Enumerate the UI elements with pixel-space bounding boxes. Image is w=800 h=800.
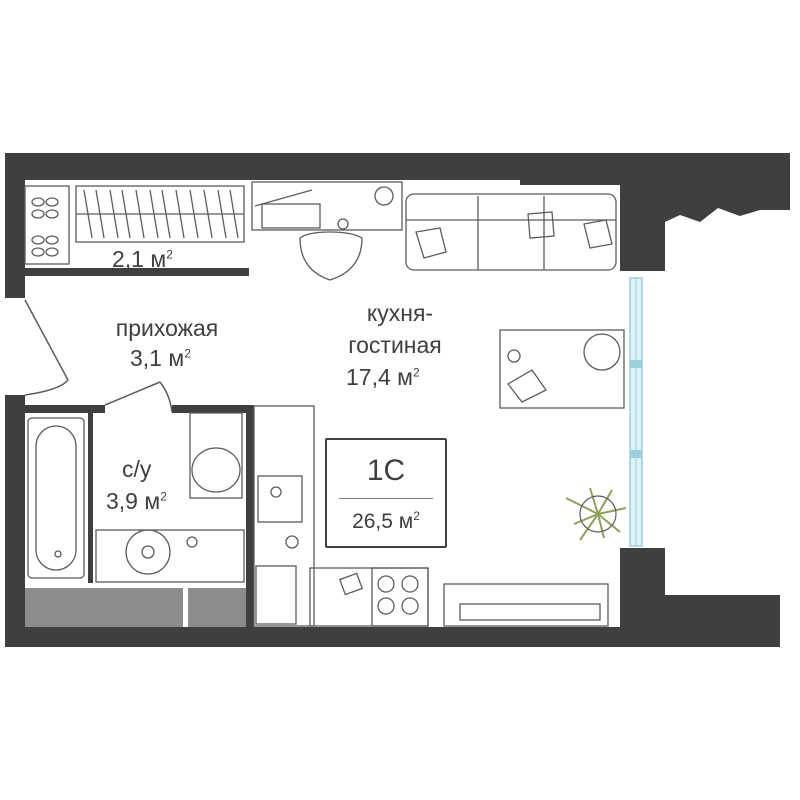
balcony [25, 588, 246, 627]
kitchen-living-area: 17,4 м2 [346, 364, 420, 390]
apartment-total-area: 26,5 м2 [352, 509, 420, 533]
badge-divider [339, 498, 433, 499]
sofa [405, 193, 617, 271]
plant [565, 487, 627, 541]
entrance-door [24, 299, 69, 396]
hallway-name: прихожая [115, 315, 219, 341]
bath-top-wall [25, 405, 105, 413]
partitions [25, 268, 254, 627]
hallway-area: 3,1 м2 [130, 345, 191, 371]
left-wall-upper [5, 153, 25, 298]
window [629, 277, 643, 547]
wardrobe-furniture [24, 185, 245, 265]
bath-top-wall-2 [172, 405, 252, 413]
bench [443, 583, 609, 627]
left-wall-lower [5, 395, 25, 647]
bathroom-area: 3,9 м2 [106, 488, 167, 514]
bottom-wall [5, 627, 780, 647]
kitchen-living-name-line1: кухня- [366, 300, 434, 326]
desk [251, 181, 403, 281]
kitchen-fixtures [253, 405, 429, 627]
wardrobe-wall [25, 268, 249, 276]
walls [5, 153, 790, 647]
apartment-badge: 1С 26,5 м2 [325, 438, 447, 548]
right-wall-lower [620, 548, 780, 647]
kitchen-living-name-line2: гостиная [348, 332, 442, 358]
bathroom-name: с/у [122, 456, 152, 482]
bathroom-door [104, 381, 173, 413]
wardrobe-area: 2,1 м2 [112, 246, 173, 272]
top-wall [5, 153, 790, 271]
bath-right-wall [246, 405, 254, 627]
bath-inner-wall [88, 413, 93, 583]
bathroom-fixtures [27, 412, 245, 583]
coffee-table [499, 329, 625, 409]
apartment-type: 1С [366, 454, 406, 487]
